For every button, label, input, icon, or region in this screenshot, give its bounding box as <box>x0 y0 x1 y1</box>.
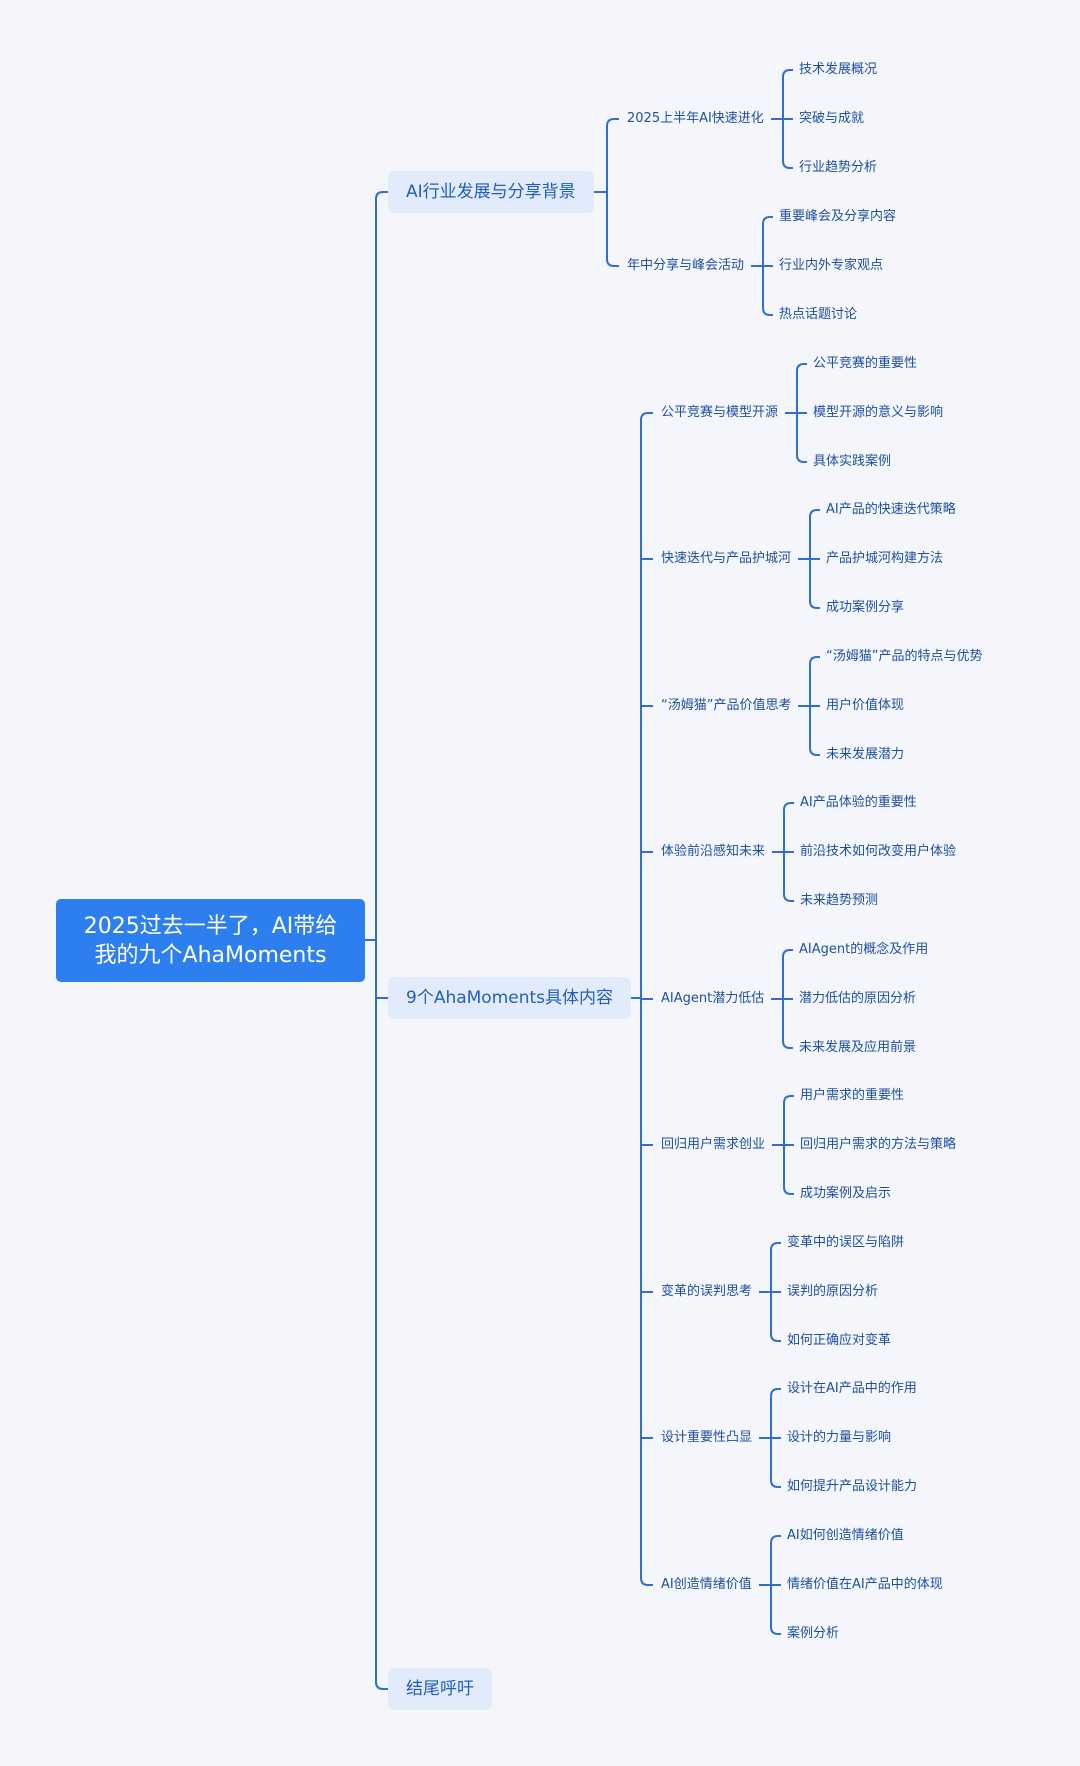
subtopic-node[interactable]: “汤姆猫”产品的特点与优势 <box>826 649 983 664</box>
subtopic-node[interactable]: 变革中的误区与陷阱 <box>787 1235 905 1250</box>
topic-node[interactable]: 设计重要性凸显 <box>661 1430 753 1445</box>
topic-node[interactable]: 2025上半年AI快速进化 <box>627 111 764 126</box>
subtopic-node[interactable]: 未来发展潜力 <box>826 747 905 762</box>
subtopic-node[interactable]: 前沿技术如何改变用户体验 <box>800 844 957 859</box>
subtopic-node[interactable]: 成功案例分享 <box>826 600 905 615</box>
subtopic-node[interactable]: 行业内外专家观点 <box>779 258 884 273</box>
subtopic-node[interactable]: 用户需求的重要性 <box>800 1088 905 1103</box>
subtopic-node[interactable]: 产品护城河构建方法 <box>826 551 944 566</box>
subtopic-node[interactable]: 如何正确应对变革 <box>787 1333 892 1348</box>
subtopic-node[interactable]: 设计的力量与影响 <box>787 1430 892 1445</box>
topic-node[interactable]: 快速迭代与产品护城河 <box>661 551 792 566</box>
topic-node[interactable]: 体验前沿感知未来 <box>661 844 766 859</box>
subtopic-node[interactable]: 案例分析 <box>787 1626 840 1641</box>
root-title-line-1: 2025过去一半了，AI带给 <box>83 913 338 939</box>
subtopic-node[interactable]: AI产品的快速迭代策略 <box>826 502 956 517</box>
subtopic-node[interactable]: 回归用户需求的方法与策略 <box>800 1137 957 1152</box>
subtopic-node[interactable]: AI如何创造情绪价值 <box>787 1528 904 1543</box>
subtopic-node[interactable]: 突破与成就 <box>799 111 865 126</box>
topic-node[interactable]: 变革的误判思考 <box>661 1284 753 1299</box>
subtopic-node[interactable]: AIAgent的概念及作用 <box>799 942 929 957</box>
root-title-line-2: 我的九个AhaMoments <box>94 942 327 968</box>
topic-node[interactable]: AI创造情绪价值 <box>661 1577 752 1592</box>
subtopic-node[interactable]: 如何提升产品设计能力 <box>787 1479 918 1494</box>
topic-node[interactable]: 回归用户需求创业 <box>661 1137 766 1152</box>
subtopic-node[interactable]: 设计在AI产品中的作用 <box>787 1381 917 1396</box>
connector-line <box>375 191 388 1690</box>
subtopic-node[interactable]: 热点话题讨论 <box>779 307 858 322</box>
branch-node[interactable]: 9个AhaMoments具体内容 <box>388 977 632 1019</box>
topic-node[interactable]: “汤姆猫”产品价值思考 <box>661 698 792 713</box>
subtopic-node[interactable]: 情绪价值在AI产品中的体现 <box>787 1577 943 1592</box>
topic-node[interactable]: 年中分享与峰会活动 <box>627 258 745 273</box>
subtopic-node[interactable]: 成功案例及启示 <box>800 1186 892 1201</box>
connector-line <box>606 118 619 267</box>
topic-node[interactable]: 公平竞赛与模型开源 <box>661 405 779 420</box>
subtopic-node[interactable]: 公平竞赛的重要性 <box>813 356 918 371</box>
topic-node[interactable]: AIAgent潜力低估 <box>661 991 765 1006</box>
subtopic-node[interactable]: AI产品体验的重要性 <box>800 795 917 810</box>
subtopic-node[interactable]: 技术发展概况 <box>799 62 878 77</box>
branch-node[interactable]: AI行业发展与分享背景 <box>388 171 594 213</box>
branch-node[interactable]: 结尾呼吁 <box>388 1668 492 1710</box>
subtopic-node[interactable]: 重要峰会及分享内容 <box>779 209 897 224</box>
subtopic-node[interactable]: 未来趋势预测 <box>800 893 879 908</box>
subtopic-node[interactable]: 用户价值体现 <box>826 698 905 713</box>
root-node[interactable]: 2025过去一半了，AI带给 我的九个AhaMoments <box>56 899 365 982</box>
subtopic-node[interactable]: 潜力低估的原因分析 <box>799 991 917 1006</box>
subtopic-node[interactable]: 误判的原因分析 <box>787 1284 879 1299</box>
subtopic-node[interactable]: 模型开源的意义与影响 <box>813 405 944 420</box>
subtopic-node[interactable]: 具体实践案例 <box>813 454 892 469</box>
subtopic-node[interactable]: 行业趋势分析 <box>799 160 878 175</box>
subtopic-node[interactable]: 未来发展及应用前景 <box>799 1040 917 1055</box>
